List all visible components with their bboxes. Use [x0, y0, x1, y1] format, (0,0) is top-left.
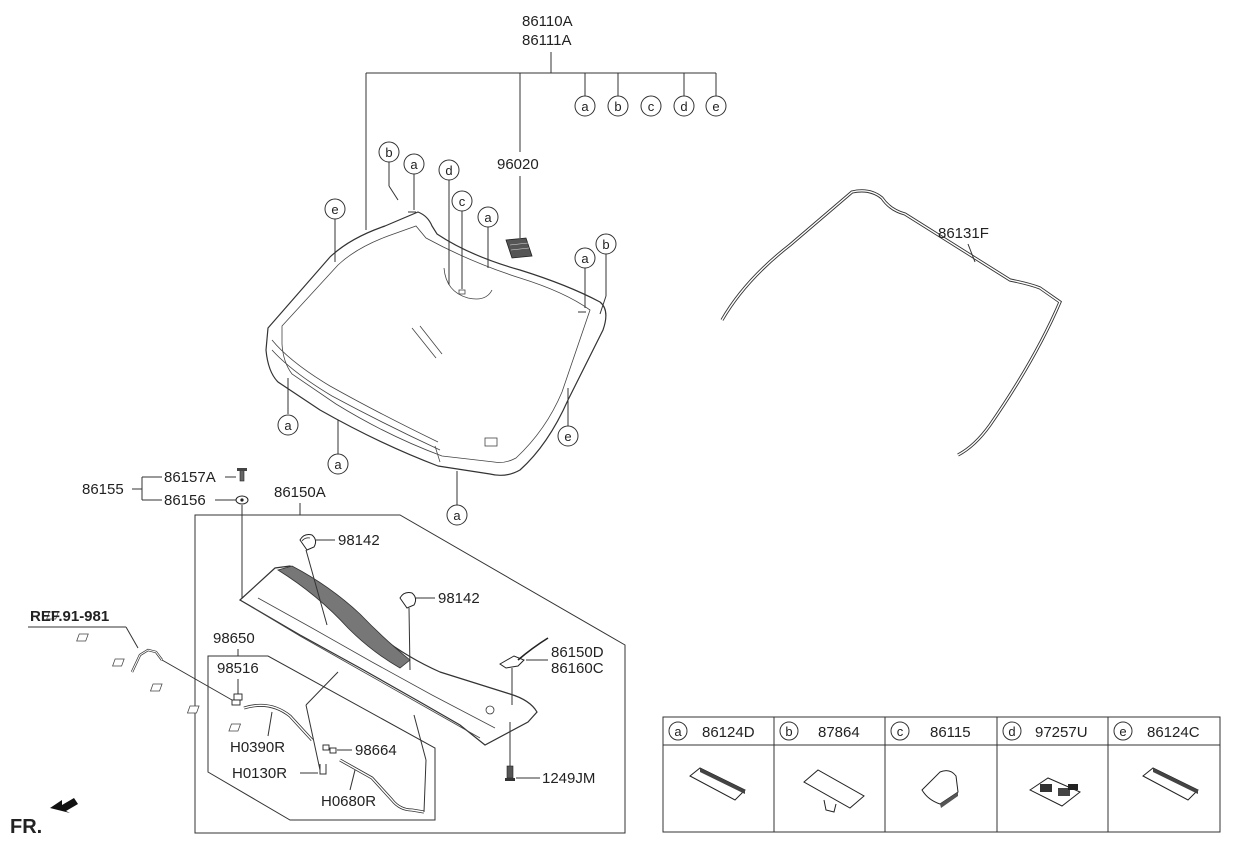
- label-86150A[interactable]: 86150A: [274, 484, 326, 501]
- legend-part-no: 86115: [930, 724, 971, 741]
- windshield-glass[interactable]: [265, 211, 607, 476]
- letter-b: b: [385, 145, 392, 160]
- washer-hose-H0390R[interactable]: [243, 703, 314, 742]
- top-callout-a[interactable]: a: [574, 95, 596, 117]
- letter-a: a: [334, 457, 342, 472]
- callout-e-glass-left[interactable]: e: [324, 198, 346, 220]
- legend-cell-d[interactable]: d 97257U: [1002, 721, 1088, 741]
- hose-assy-group-frame: [207, 655, 436, 821]
- label-86150D[interactable]: 86150D: [551, 644, 604, 661]
- washer-hose-H0130R[interactable]: [319, 764, 327, 775]
- bolt-86157A[interactable]: [237, 468, 247, 482]
- legend-part-no: 86124C: [1147, 724, 1200, 741]
- callout-a-glass-bottom-mid[interactable]: a: [327, 453, 349, 475]
- letter-e: e: [712, 99, 719, 114]
- label-86111A[interactable]: 86111A: [522, 32, 572, 49]
- label-1249JM[interactable]: 1249JM: [542, 770, 595, 787]
- glass-callouts: [287, 162, 607, 505]
- front-arrow-icon: [50, 798, 78, 813]
- top-leader-lines: [365, 52, 717, 230]
- legend-letter: a: [674, 724, 682, 739]
- hose-connector-98664[interactable]: [322, 744, 337, 754]
- label-86110A[interactable]: 86110A: [522, 13, 573, 30]
- label-86156[interactable]: 86156: [164, 492, 206, 509]
- cowl-side-cover[interactable]: [499, 637, 549, 669]
- label-98142-1[interactable]: 98142: [338, 532, 380, 549]
- label-98516[interactable]: 98516: [217, 660, 259, 677]
- legend-letter: e: [1119, 724, 1126, 739]
- washer-hose-H0680R[interactable]: [339, 758, 425, 814]
- legend-part-no: 86124D: [702, 724, 755, 741]
- ref-91-981[interactable]: REF.91-981: [30, 608, 109, 625]
- callout-e-glass-right[interactable]: e: [557, 425, 579, 447]
- callout-d-glass[interactable]: d: [438, 159, 460, 181]
- legend-part-97257U: [1029, 777, 1081, 807]
- label-86157A[interactable]: 86157A: [164, 469, 216, 486]
- legend-cell-a[interactable]: a 86124D: [668, 721, 755, 741]
- label-98664[interactable]: 98664: [355, 742, 397, 759]
- label-H0390R[interactable]: H0390R: [230, 739, 285, 756]
- legend-part-87864: [803, 769, 865, 813]
- callout-b-glass-top-left[interactable]: b: [378, 141, 400, 163]
- legend-letter: b: [785, 724, 792, 739]
- callout-b-glass-right[interactable]: b: [595, 233, 617, 255]
- check-valve[interactable]: [231, 693, 243, 706]
- letter-e: e: [331, 202, 338, 217]
- label-86131F[interactable]: 86131F: [938, 225, 989, 242]
- label-98650[interactable]: 98650: [213, 630, 255, 647]
- top-callout-b[interactable]: b: [607, 95, 629, 117]
- top-callout-e[interactable]: e: [705, 95, 727, 117]
- label-98142-2[interactable]: 98142: [438, 590, 480, 607]
- callout-a-glass-bottom[interactable]: a: [446, 504, 468, 526]
- callout-a-glass-bottom-left[interactable]: a: [277, 414, 299, 436]
- callout-a-glass-top-left[interactable]: a: [403, 153, 425, 175]
- legend-part-no: 87864: [818, 724, 860, 741]
- letter-c: c: [459, 194, 466, 209]
- letter-d: d: [445, 163, 452, 178]
- letter-a: a: [581, 99, 589, 114]
- label-96020[interactable]: 96020: [497, 156, 539, 173]
- letter-a: a: [581, 251, 589, 266]
- legend-cell-e[interactable]: e 86124C: [1113, 721, 1200, 741]
- letter-d: d: [680, 99, 687, 114]
- front-direction-label: FR.: [10, 816, 42, 838]
- legend-part-86124C: [1142, 767, 1199, 801]
- label-86160C[interactable]: 86160C: [551, 660, 604, 677]
- legend-letter: c: [897, 724, 904, 739]
- letter-a: a: [453, 508, 461, 523]
- callout-a-glass-top-right[interactable]: a: [574, 247, 596, 269]
- label-H0680R[interactable]: H0680R: [321, 793, 376, 810]
- ref-harness-connector[interactable]: [130, 648, 163, 673]
- legend-part-86115: [921, 770, 959, 808]
- legend-letter: d: [1008, 724, 1015, 739]
- letter-a: a: [410, 157, 418, 172]
- clip-leader-lines: [132, 476, 236, 501]
- letter-c: c: [648, 99, 655, 114]
- cowl-panel-group-frame: [194, 514, 626, 834]
- washer-nozzle-1[interactable]: [299, 534, 317, 551]
- label-86155[interactable]: 86155: [82, 481, 124, 498]
- top-callout-c[interactable]: c: [640, 95, 662, 117]
- letter-a: a: [284, 418, 292, 433]
- letter-a: a: [484, 210, 492, 225]
- rain-sensor[interactable]: [505, 237, 533, 259]
- legend-cell-b[interactable]: b 87864: [779, 721, 860, 741]
- letter-b: b: [602, 237, 609, 252]
- screw-1249JM[interactable]: [505, 765, 515, 781]
- windshield-molding[interactable]: [720, 189, 1062, 457]
- letter-e: e: [564, 429, 571, 444]
- legend-cell-c[interactable]: c 86115: [890, 721, 971, 741]
- clip-86156[interactable]: [235, 495, 249, 505]
- washer-nozzle-2[interactable]: [399, 592, 417, 609]
- legend-part-no: 97257U: [1035, 724, 1088, 741]
- callout-c-glass[interactable]: c: [451, 190, 473, 212]
- legend-part-86124D: [689, 767, 746, 801]
- label-H0130R[interactable]: H0130R: [232, 765, 287, 782]
- letter-b: b: [614, 99, 621, 114]
- top-callout-d[interactable]: d: [673, 95, 695, 117]
- callout-a-glass-top-center[interactable]: a: [477, 206, 499, 228]
